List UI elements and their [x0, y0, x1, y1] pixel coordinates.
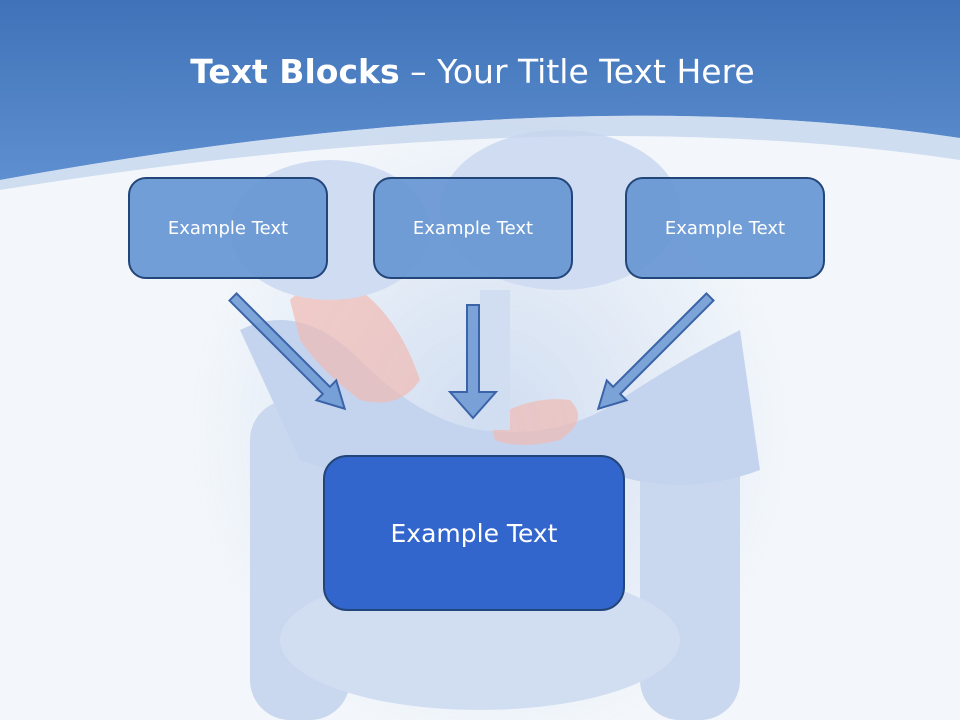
title-rest: Your Title Text Here: [437, 52, 755, 91]
text-block-1-label: Example Text: [167, 217, 289, 239]
slide-title: Text Blocks – Your Title Text Here: [0, 52, 945, 91]
text-block-1[interactable]: Example Text: [128, 177, 328, 279]
text-block-3[interactable]: Example Text: [625, 177, 825, 279]
header-swoosh: [0, 115, 960, 190]
title-dash: –: [410, 52, 427, 91]
arrow-down-right-icon: [228, 292, 347, 411]
main-text-block[interactable]: Example Text: [323, 455, 625, 611]
main-text-block-label: Example Text: [390, 518, 558, 548]
title-bold: Text Blocks: [190, 52, 400, 91]
text-block-3-label: Example Text: [664, 217, 786, 239]
arrow-down-icon: [447, 304, 499, 420]
arrow-down-left-icon: [596, 292, 715, 411]
text-block-2[interactable]: Example Text: [373, 177, 573, 279]
header-band: [0, 0, 960, 180]
text-block-2-label: Example Text: [412, 217, 534, 239]
